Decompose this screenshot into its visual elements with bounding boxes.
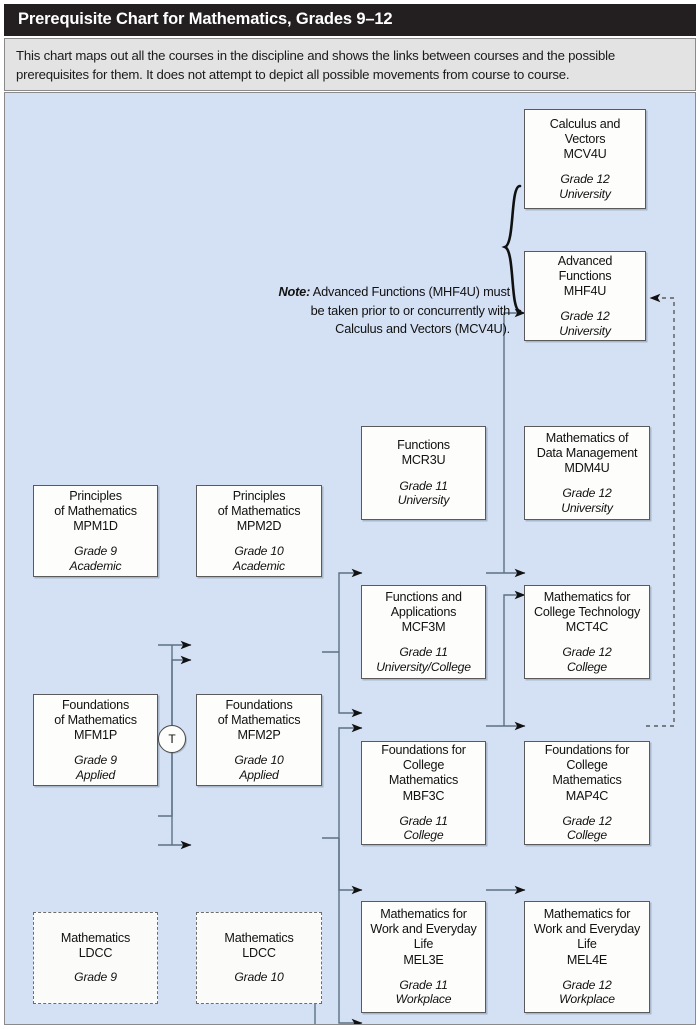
course-title-ldcc-grade10: Mathematics LDCC <box>224 931 294 961</box>
course-title-mct4c: Mathematics for College Technology MCT4C <box>533 589 641 634</box>
course-box-mpm2d[interactable]: Principles of Mathematics MPM2D Grade 10… <box>196 485 322 577</box>
connector-mpm2d-mcf3m <box>338 652 363 718</box>
course-box-mbf3c[interactable]: Foundations for College Mathematics MBF3… <box>361 741 486 845</box>
note-brace <box>501 184 522 313</box>
header-bar: Prerequisite Chart for Mathematics, Grad… <box>4 4 696 36</box>
course-title-mhf4u: Advanced Functions MHF4U <box>557 253 613 298</box>
course-title-mfm2p: Foundations of Mathematics MFM2P <box>217 697 301 742</box>
connector-mcf3m-mdm4u <box>503 590 526 726</box>
description-band: This chart maps out all the courses in t… <box>4 38 696 91</box>
course-level-map4c: Grade 12 College <box>562 813 612 843</box>
course-box-mcv4u[interactable]: Calculus and Vectors MCV4U Grade 12 Univ… <box>524 109 646 209</box>
course-level-mcv4u: Grade 12 University <box>559 172 611 201</box>
note-text: Note: Advanced Functions (MHF4U) must be… <box>230 283 510 339</box>
course-title-mcf3m: Functions and Applications MCF3M <box>385 589 462 634</box>
course-level-mct4c: Grade 12 College <box>562 645 612 674</box>
course-level-mel4e: Grade 12 Workplace <box>559 977 615 1007</box>
transfer-node-icon[interactable]: T <box>158 725 186 753</box>
connector-mpm2d-mcr3u <box>338 568 363 652</box>
course-title-mcr3u: Functions MCR3U <box>397 438 450 468</box>
course-box-mfm1p[interactable]: Foundations of Mathematics MFM1P Grade 9… <box>33 694 158 786</box>
course-title-mbf3c: Foundations for College Mathematics MBF3… <box>381 743 466 803</box>
course-box-mel3e[interactable]: Mathematics for Work and Everyday Life M… <box>361 901 486 1013</box>
connector-layer <box>158 184 675 1024</box>
course-box-mhf4u[interactable]: Advanced Functions MHF4U Grade 12 Univer… <box>524 251 646 341</box>
course-box-mct4c[interactable]: Mathematics for College Technology MCT4C… <box>524 585 650 679</box>
chart-canvas: Calculus and Vectors MCV4U Grade 12 Univ… <box>4 92 696 1025</box>
description-text: This chart maps out all the courses in t… <box>16 48 615 82</box>
course-title-map4c: Foundations for College Mathematics MAP4… <box>544 743 630 803</box>
course-title-mcv4u: Calculus and Vectors MCV4U <box>549 116 621 161</box>
connector-mcr3u-mhf4u <box>503 308 526 573</box>
note-line-2: be taken prior to or concurrently with <box>310 302 511 318</box>
note-line-3: Calculus and Vectors (MCV4U). <box>335 321 510 337</box>
course-box-ldcc-grade9[interactable]: Mathematics LDCC Grade 9 <box>33 912 158 1004</box>
transfer-node-label: T <box>168 732 176 746</box>
course-box-mpm1d[interactable]: Principles of Mathematics MPM1D Grade 9 … <box>33 485 158 577</box>
course-level-mdm4u: Grade 12 University <box>561 486 613 515</box>
course-level-mcf3m: Grade 11 University/College <box>376 645 471 674</box>
course-level-mpm1d: Grade 9 Academic <box>69 544 122 573</box>
course-title-mel4e: Mathematics for Work and Everyday Life M… <box>533 907 641 967</box>
note-label: Note: <box>278 284 311 299</box>
course-box-ldcc-grade10[interactable]: Mathematics LDCC Grade 10 <box>196 912 322 1004</box>
course-level-mfm1p: Grade 9 Applied <box>74 753 117 782</box>
course-level-mel3e: Grade 11 Workplace <box>395 977 452 1007</box>
course-level-ldcc-grade9: Grade 9 <box>74 970 117 985</box>
course-box-mdm4u[interactable]: Mathematics of Data Management MDM4U Gra… <box>524 426 650 520</box>
connector-mfm2p-mbf3c <box>338 838 363 895</box>
course-level-mfm2p: Grade 10 Applied <box>234 753 284 782</box>
course-level-mbf3c: Grade 11 College <box>399 813 448 843</box>
course-box-mfm2p[interactable]: Foundations of Mathematics MFM2P Grade 1… <box>196 694 322 786</box>
course-title-ldcc-grade9: Mathematics LDCC <box>60 931 131 961</box>
course-box-mel4e[interactable]: Mathematics for Work and Everyday Life M… <box>524 901 650 1013</box>
page-title: Prerequisite Chart for Mathematics, Grad… <box>18 10 393 28</box>
course-box-mcf3m[interactable]: Functions and Applications MCF3M Grade 1… <box>361 585 486 679</box>
course-level-mcr3u: Grade 11 University <box>397 478 450 508</box>
connector-mfm2p-mcf3m <box>338 723 363 838</box>
course-level-mpm2d: Grade 10 Academic <box>233 544 285 573</box>
course-level-mhf4u: Grade 12 University <box>559 309 611 338</box>
course-title-mdm4u: Mathematics of Data Management MDM4U <box>536 430 638 475</box>
course-title-mpm2d: Principles of Mathematics MPM2D <box>217 488 301 533</box>
note-line-1: Advanced Functions (MHF4U) must <box>310 284 510 299</box>
course-title-mpm1d: Principles of Mathematics MPM1D <box>54 488 137 533</box>
connector-mfm2p-mel3e <box>338 838 363 1024</box>
course-box-mcr3u[interactable]: Functions MCR3U Grade 11 University <box>361 426 486 520</box>
course-title-mfm1p: Foundations of Mathematics MFM1P <box>54 697 137 742</box>
connector-mct4c-mhf4u <box>646 293 675 727</box>
course-level-ldcc-grade10: Grade 10 <box>234 970 284 985</box>
course-title-mel3e: Mathematics for Work and Everyday Life M… <box>370 907 477 967</box>
course-box-map4c[interactable]: Foundations for College Mathematics MAP4… <box>524 741 650 845</box>
